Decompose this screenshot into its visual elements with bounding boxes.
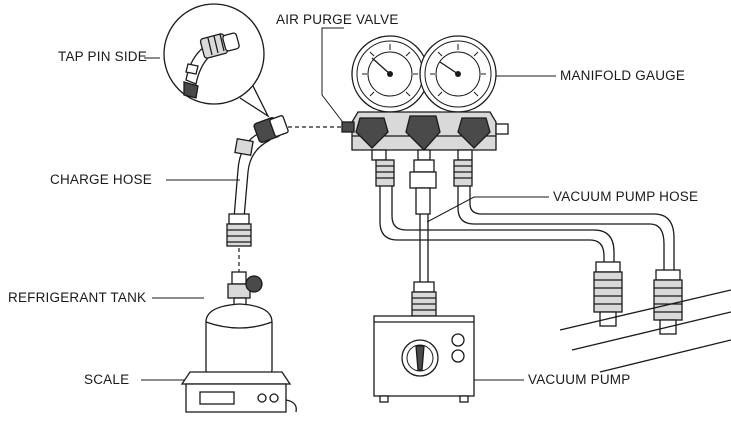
manifold-gauge-graphic — [341, 35, 509, 215]
leader-air-purge-valve — [321, 27, 346, 126]
charge-hose — [226, 115, 342, 272]
scale-graphic — [180, 371, 297, 413]
tap-pin-side-callout — [163, 3, 270, 118]
vacuum-pump-graphic — [373, 315, 475, 403]
label-refrigerant-tank: REFRIGERANT TANK — [8, 290, 147, 305]
label-scale: SCALE — [84, 372, 130, 387]
vacuum-pump-hose-graphic — [411, 214, 437, 317]
service-hoses-graphic — [379, 186, 731, 373]
label-vacuum-pump-hose: VACUUM PUMP HOSE — [553, 189, 699, 204]
label-charge-hose: CHARGE HOSE — [50, 172, 152, 187]
label-air-purge-valve: AIR PURGE VALVE — [276, 12, 399, 27]
label-manifold-gauge: MANIFOLD GAUGE — [560, 68, 686, 83]
refrigerant-tank-graphic — [205, 271, 273, 381]
label-tap-pin-side: TAP PIN SIDE — [58, 49, 147, 64]
leader-vacuum-pump-hose — [426, 196, 549, 223]
leader-lines — [141, 27, 556, 381]
tap-pin-fitting-detail — [183, 32, 240, 99]
label-vacuum-pump: VACUUM PUMP — [528, 372, 631, 387]
